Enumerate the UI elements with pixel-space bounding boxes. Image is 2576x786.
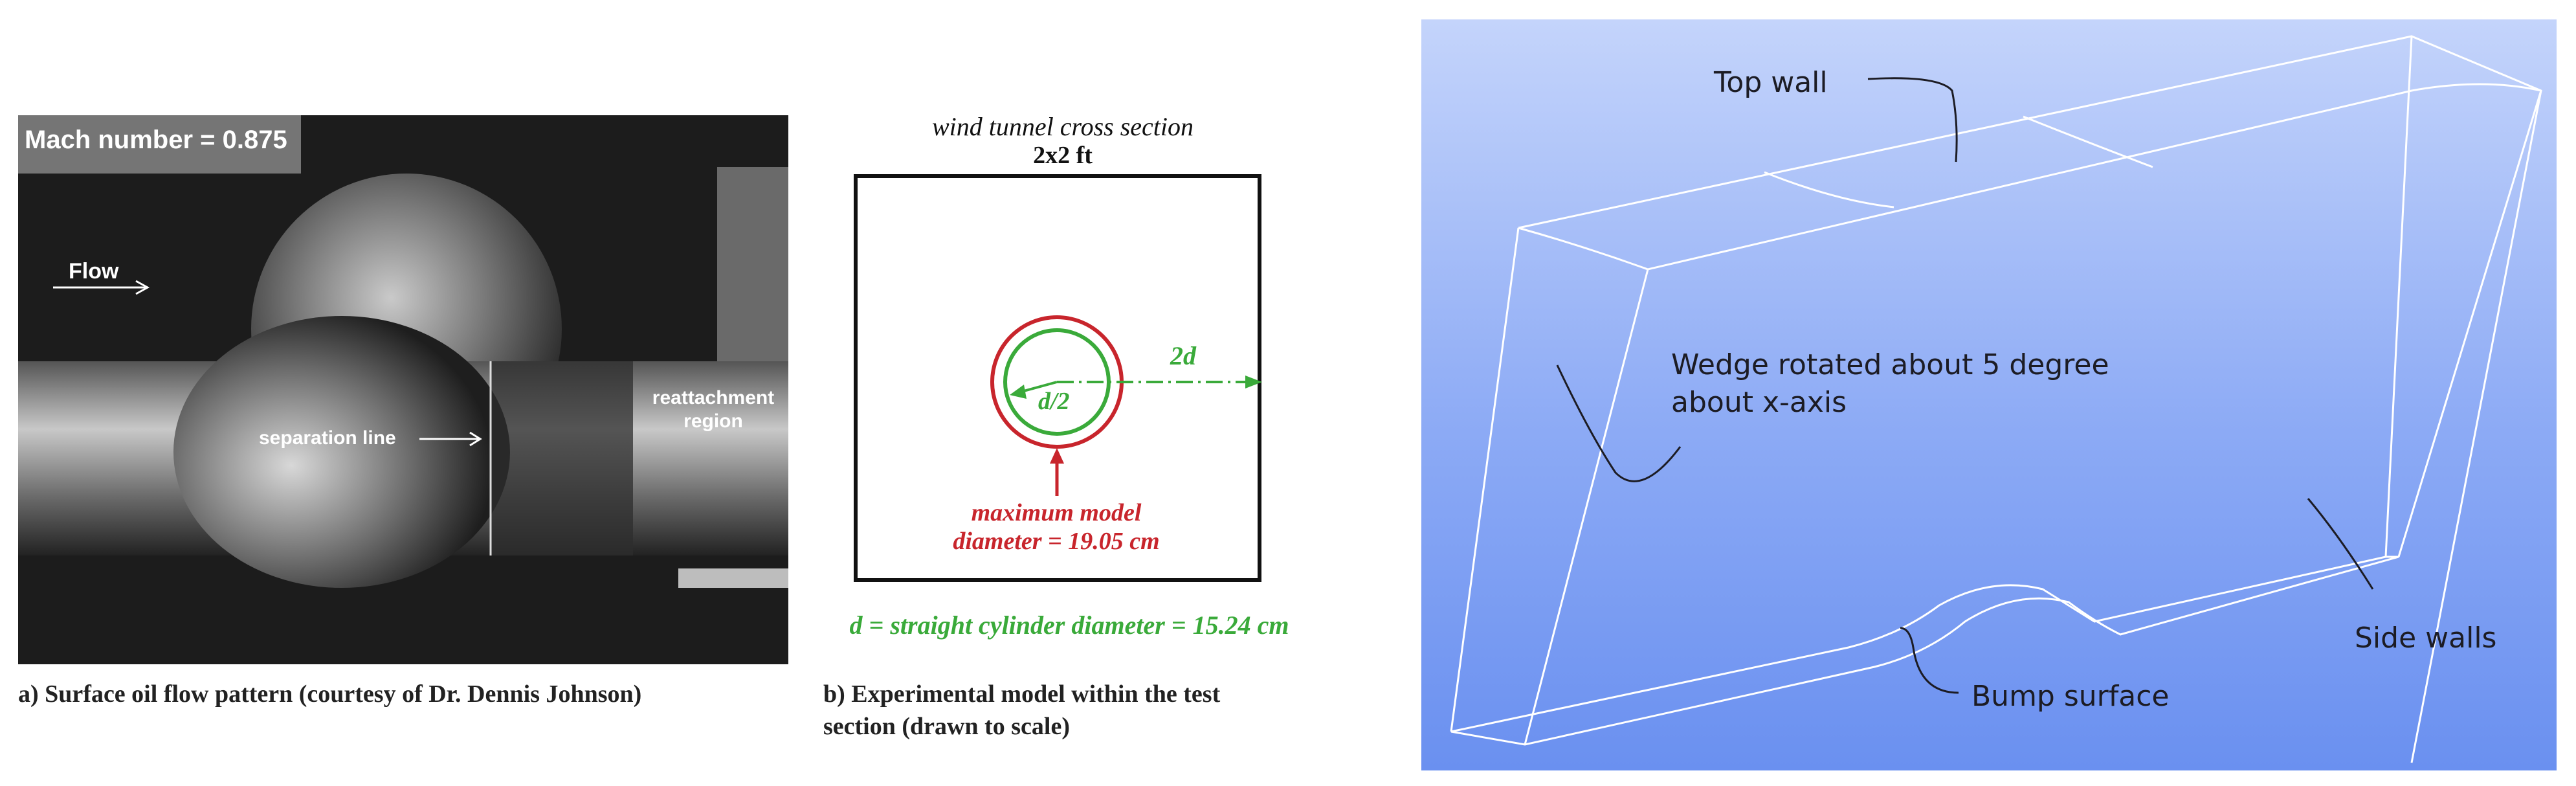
top-wall-seam-2 bbox=[2023, 115, 2153, 168]
wedge-label: Wedge rotated about 5 degree bbox=[1671, 348, 2109, 381]
plate-edge bbox=[678, 568, 788, 588]
max-diameter-arrowhead bbox=[1050, 448, 1064, 464]
back-left-edge bbox=[1450, 227, 1520, 732]
top-wall-leader bbox=[1867, 77, 1958, 163]
separation-region bbox=[491, 361, 633, 556]
caption-b: b) Experimental model within the test bbox=[823, 680, 1221, 708]
wedge-wireframe bbox=[1450, 35, 2542, 763]
reattachment-label: reattachment bbox=[652, 387, 775, 409]
oil-flow-photo: Mach number = 0.875 Flow separation line… bbox=[18, 115, 788, 664]
label-d-half: d/2 bbox=[1038, 388, 1070, 415]
caption-a: a) Surface oil flow pattern (courtesy of… bbox=[18, 680, 642, 708]
arrowhead-2d bbox=[1245, 376, 1262, 388]
top-edge bbox=[1518, 35, 2542, 763]
flow-arrowhead bbox=[135, 280, 150, 295]
wedge-leader bbox=[1556, 365, 1682, 482]
bump-leader bbox=[1900, 627, 1959, 694]
bump-surface-label: Bump surface bbox=[1971, 680, 2170, 713]
radius-d2-line bbox=[1021, 381, 1058, 393]
back-right-edge bbox=[2384, 36, 2413, 557]
wedge-geometry-view: Top wall Wedge rotated about 5 degree ab… bbox=[1421, 19, 2557, 770]
reattachment-label-line2: region bbox=[683, 410, 743, 432]
max-model-label: maximum model bbox=[971, 499, 1142, 526]
wind-tunnel-title: wind tunnel cross section bbox=[931, 112, 1194, 141]
wind-tunnel-size: 2x2 ft bbox=[1033, 142, 1093, 169]
separation-line-label: separation line bbox=[259, 427, 396, 449]
bump bbox=[173, 316, 510, 588]
label-2d: 2d bbox=[1170, 341, 1196, 370]
side-walls-label: Side walls bbox=[2355, 622, 2497, 655]
front-right-edge bbox=[2397, 90, 2542, 557]
top-wall-seam-1 bbox=[1764, 171, 1894, 208]
caption-b-line2: section (drawn to scale) bbox=[823, 713, 1070, 740]
photo-illustration bbox=[18, 115, 788, 664]
front-left-edge bbox=[1524, 269, 1649, 745]
arrowhead-d2 bbox=[1010, 385, 1027, 399]
tunnel-cross-section bbox=[854, 174, 1261, 582]
top-wall-front bbox=[1518, 83, 2542, 271]
cylinder-diameter-label: d = straight cylinder diameter = 15.24 c… bbox=[849, 611, 1289, 640]
mach-number-label: Mach number = 0.875 bbox=[25, 126, 287, 154]
separation-arrowhead bbox=[469, 431, 482, 447]
schematic-drawing bbox=[854, 174, 1262, 582]
bump-surface-back bbox=[1450, 556, 2386, 733]
flow-label: Flow bbox=[69, 259, 119, 284]
top-wall-label: Top wall bbox=[1714, 66, 1828, 99]
side-walls-leader bbox=[2307, 498, 2374, 590]
wedge-label-line2: about x-axis bbox=[1671, 386, 1847, 419]
max-model-diameter-label: diameter = 19.05 cm bbox=[953, 528, 1160, 555]
mach-label-box bbox=[18, 115, 301, 174]
